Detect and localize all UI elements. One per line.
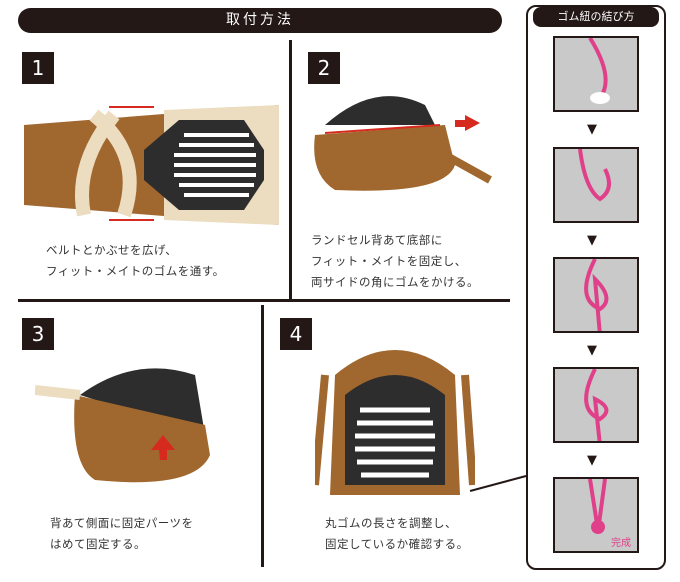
arrow-down-icon: ▼: [587, 343, 597, 358]
caption-line: 両サイドの角にゴムをかける。: [311, 275, 479, 289]
step1-caption: ベルトとかぶせを広げ、 フィット・メイトのゴムを通す。: [46, 240, 225, 282]
step2-illustration: [314, 96, 492, 191]
knot-panel: [526, 5, 666, 570]
caption-line: はめて固定する。: [50, 537, 146, 551]
step3-illustration: [35, 368, 210, 483]
knot-step-image: [553, 36, 639, 112]
divider: [18, 299, 510, 302]
arrow-down-icon: ▼: [587, 122, 597, 137]
step-number: 4: [280, 318, 312, 350]
step3-caption: 背あて側面に固定パーツを はめて固定する。: [50, 513, 194, 555]
divider: [261, 305, 264, 567]
step-number: 3: [22, 318, 54, 350]
caption-line: 背あて側面に固定パーツを: [50, 516, 194, 530]
knot-step-image: [553, 257, 639, 333]
knot-step-image: [553, 147, 639, 223]
complete-label: 完成: [611, 538, 631, 549]
title-bar: 取付方法: [18, 8, 502, 33]
caption-line: 丸ゴムの長さを調整し、: [325, 516, 457, 530]
caption-line: フィット・メイトを固定し、: [311, 254, 467, 268]
arrow-down-icon: ▼: [587, 453, 597, 468]
pointer-line: [469, 475, 527, 492]
divider: [289, 40, 292, 300]
caption-line: フィット・メイトのゴムを通す。: [46, 264, 225, 278]
step1-illustration: [24, 105, 279, 225]
knot-panel-title: ゴム紐の結び方: [533, 7, 659, 27]
caption-line: 固定しているか確認する。: [325, 537, 469, 551]
knot-step-image: 完成: [553, 477, 639, 553]
step4-illustration: [315, 350, 475, 495]
caption-line: ベルトとかぶせを広げ、: [46, 243, 178, 257]
step2-caption: ランドセル背あて底部に フィット・メイトを固定し、 両サイドの角にゴムをかける。: [311, 230, 479, 293]
step-number: 1: [22, 52, 54, 84]
step4-caption: 丸ゴムの長さを調整し、 固定しているか確認する。: [325, 513, 469, 555]
step-number: 2: [308, 52, 340, 84]
caption-line: ランドセル背あて底部に: [311, 233, 443, 247]
arrow-down-icon: ▼: [587, 233, 597, 248]
knot-step-image: [553, 367, 639, 443]
